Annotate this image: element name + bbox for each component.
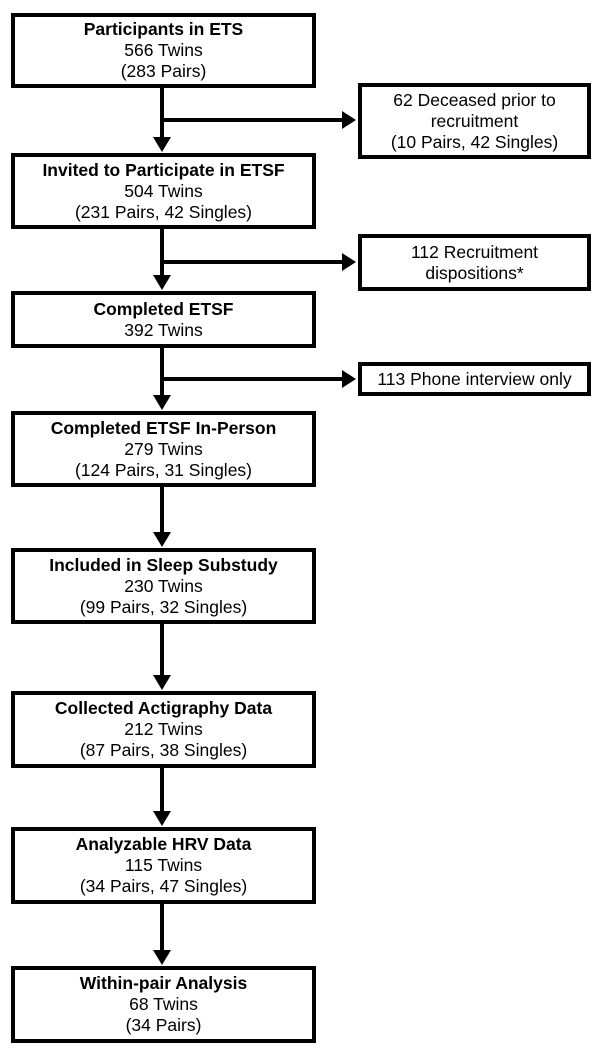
flow-box-completed-etsf-inperson: Completed ETSF In-Person 279 Twins (124 … [11,411,316,487]
arrow-branch-phone [160,370,356,388]
flow-box-sleep-substudy: Included in Sleep Substudy 230 Twins (99… [11,548,316,624]
box-title: Completed ETSF [93,298,234,319]
flow-box-analyzable-hrv: Analyzable HRV Data 115 Twins (34 Pairs,… [11,827,316,904]
flow-box-within-pair-analysis: Within-pair Analysis 68 Twins (34 Pairs) [11,966,316,1043]
arrow-ets-to-invited [153,87,171,152]
box-pair-detail: (34 Pairs, 47 Singles) [79,876,248,896]
box-title: Analyzable HRV Data [75,834,252,854]
flow-box-actigraphy-data: Collected Actigraphy Data 212 Twins (87 … [11,691,316,768]
arrow-branch-recruitment [160,253,356,271]
box-title: Included in Sleep Substudy [49,554,278,575]
flow-box-invited-etsf: Invited to Participate in ETSF 504 Twins… [11,153,316,229]
arrow-branch-deceased [160,111,356,129]
box-twin-count: 212 Twins [124,719,203,739]
box-twin-count: 392 Twins [124,319,203,340]
box-title: Participants in ETS [83,19,244,39]
box-twin-count: 68 Twins [129,994,198,1014]
box-pair-detail: (87 Pairs, 38 Singles) [79,740,248,760]
box-twin-count: 115 Twins [124,855,203,875]
box-pair-detail: (124 Pairs, 31 Singles) [74,459,253,480]
box-twin-count: 279 Twins [124,438,203,459]
arrow-invited-to-completed [153,228,171,290]
box-twin-count: 566 Twins [124,40,203,60]
box-pair-detail: (34 Pairs) [125,1015,202,1035]
arrow-sleep-to-actigraphy [153,622,171,690]
box-twin-count: 504 Twins [124,180,203,201]
box-pair-detail: (231 Pairs, 42 Singles) [74,201,253,222]
side-box-text: 62 Deceased prior to recruitment [393,89,556,131]
arrow-completed-to-inperson [153,346,171,410]
arrow-inperson-to-sleep [153,486,171,547]
flow-box-completed-etsf: Completed ETSF 392 Twins [11,291,316,348]
side-box-text: 112 Recruitment dispositions* [410,241,539,283]
side-box-deceased: 62 Deceased prior to recruitment (10 Pai… [358,83,591,159]
box-title: Completed ETSF In-Person [50,417,277,438]
arrow-hrv-to-withinpair [153,903,171,965]
side-box-phone-interview: 113 Phone interview only [358,362,591,396]
box-title: Within-pair Analysis [79,973,248,993]
side-box-detail: (10 Pairs, 42 Singles) [390,131,559,152]
side-box-recruitment-dispositions: 112 Recruitment dispositions* [358,234,591,291]
box-title: Invited to Participate in ETSF [42,159,285,180]
arrow-actigraphy-to-hrv [153,766,171,826]
box-pair-detail: (283 Pairs) [120,61,207,81]
flow-box-participants-ets: Participants in ETS 566 Twins (283 Pairs… [11,13,316,88]
box-title: Collected Actigraphy Data [54,698,273,718]
box-twin-count: 230 Twins [124,575,203,596]
side-box-text: 113 Phone interview only [377,368,572,389]
box-pair-detail: (99 Pairs, 32 Singles) [79,596,248,617]
